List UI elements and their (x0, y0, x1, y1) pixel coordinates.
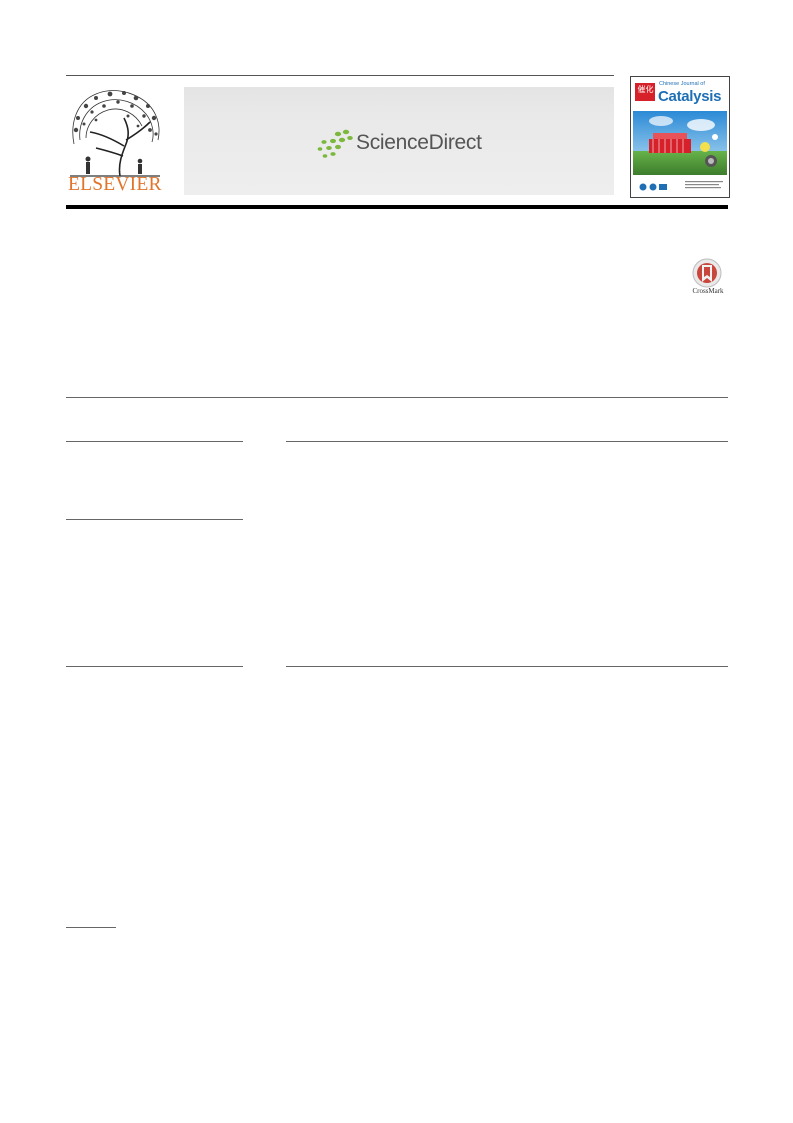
header-bottom-rule (66, 205, 728, 209)
header-top-rule (66, 75, 614, 76)
crossmark-label: CrossMark (692, 287, 724, 295)
sciencedirect-banner[interactable]: ScienceDirect (184, 87, 614, 195)
keywords-top-rule (66, 519, 243, 520)
article-info-bottom-rule (66, 666, 243, 667)
footnote-rule (66, 927, 116, 928)
sciencedirect-wordmark: ScienceDirect (356, 131, 482, 154)
journal-cover-subtitle: Chinese Journal of (659, 81, 705, 87)
title-block-bottom-rule (66, 397, 728, 398)
journal-cover[interactable]: 催化 Chinese Journal of Catalysis (630, 76, 730, 198)
crossmark-icon[interactable] (688, 258, 726, 298)
abstract-bottom-rule (286, 666, 728, 667)
journal-cover-title: Catalysis (658, 88, 722, 105)
sciencedirect-dots-icon (317, 129, 353, 158)
sciencedirect-logo[interactable]: ScienceDirect (316, 125, 486, 165)
journal-cover-emblem: 催化 (637, 85, 654, 94)
journal-cover-art (633, 83, 727, 195)
elsevier-tree-logo[interactable] (66, 84, 164, 196)
elsevier-wordmark[interactable]: ELSEVIER (68, 174, 162, 195)
abstract-top-rule (286, 441, 728, 442)
article-info-top-rule (66, 441, 243, 442)
